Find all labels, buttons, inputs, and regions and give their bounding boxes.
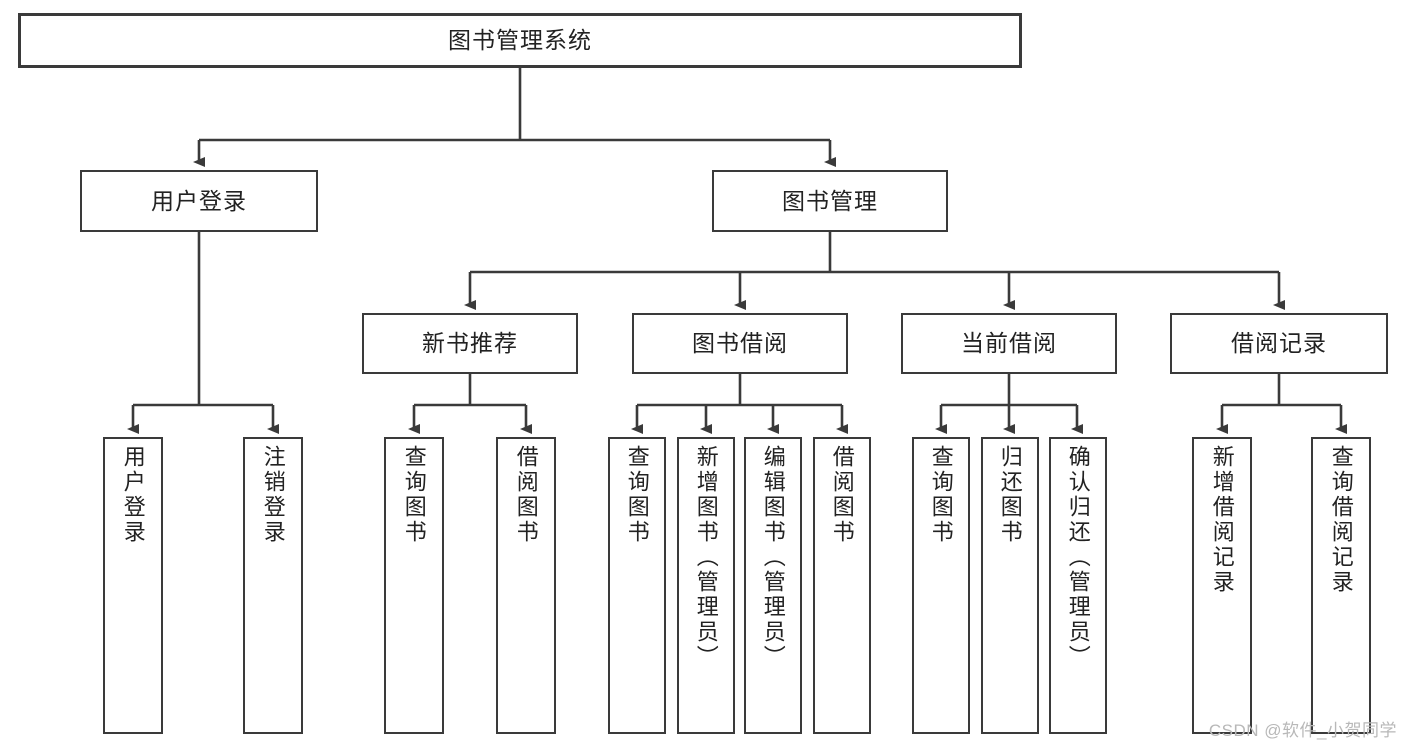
leaf-borrow-add-book-admin[interactable]: 新增图书（管理员） (677, 437, 735, 734)
leaf-user-login-login[interactable]: 用户登录 (103, 437, 163, 734)
node-current-borrow[interactable]: 当前借阅 (901, 313, 1117, 374)
node-label: 用户登录 (120, 445, 146, 545)
node-label: 查询图书 (624, 445, 650, 545)
node-label: 用户登录 (151, 187, 247, 214)
node-label: 借阅记录 (1231, 330, 1327, 357)
node-label: 图书借阅 (692, 330, 788, 357)
node-label: 借阅图书 (829, 445, 855, 545)
leaf-current-return-book[interactable]: 归还图书 (981, 437, 1039, 734)
node-label: 图书管理 (782, 187, 878, 214)
node-user-login[interactable]: 用户登录 (80, 170, 318, 232)
node-book-management[interactable]: 图书管理 (712, 170, 948, 232)
leaf-borrow-edit-book-admin[interactable]: 编辑图书（管理员） (744, 437, 802, 734)
leaf-recommend-borrow-book[interactable]: 借阅图书 (496, 437, 556, 734)
node-new-book-recommend[interactable]: 新书推荐 (362, 313, 578, 374)
leaf-recommend-query-book[interactable]: 查询图书 (384, 437, 444, 734)
leaf-current-query-book[interactable]: 查询图书 (912, 437, 970, 734)
node-borrow-record[interactable]: 借阅记录 (1170, 313, 1388, 374)
leaf-record-add-record[interactable]: 新增借阅记录 (1192, 437, 1252, 734)
leaf-user-login-logout[interactable]: 注销登录 (243, 437, 303, 734)
node-label: 图书管理系统 (448, 27, 592, 54)
node-label: 借阅图书 (513, 445, 539, 545)
node-label: 编辑图书（管理员） (760, 445, 786, 670)
node-label: 查询图书 (401, 445, 427, 545)
node-label: 新书推荐 (422, 330, 518, 357)
leaf-current-confirm-return-admin[interactable]: 确认归还（管理员） (1049, 437, 1107, 734)
node-label: 归还图书 (997, 445, 1023, 545)
watermark-text: CSDN @软件_小贺同学 (1208, 721, 1397, 740)
leaf-borrow-borrow-book[interactable]: 借阅图书 (813, 437, 871, 734)
node-label: 查询图书 (928, 445, 954, 545)
node-label: 新增图书（管理员） (693, 445, 719, 670)
node-label: 当前借阅 (961, 330, 1057, 357)
node-label: 新增借阅记录 (1209, 445, 1235, 595)
leaf-borrow-query-book[interactable]: 查询图书 (608, 437, 666, 734)
node-book-borrow[interactable]: 图书借阅 (632, 313, 848, 374)
node-label: 注销登录 (260, 445, 286, 545)
leaf-record-query-record[interactable]: 查询借阅记录 (1311, 437, 1371, 734)
node-label: 确认归还（管理员） (1065, 445, 1091, 670)
node-label: 查询借阅记录 (1328, 445, 1354, 595)
node-root-system[interactable]: 图书管理系统 (18, 13, 1022, 68)
